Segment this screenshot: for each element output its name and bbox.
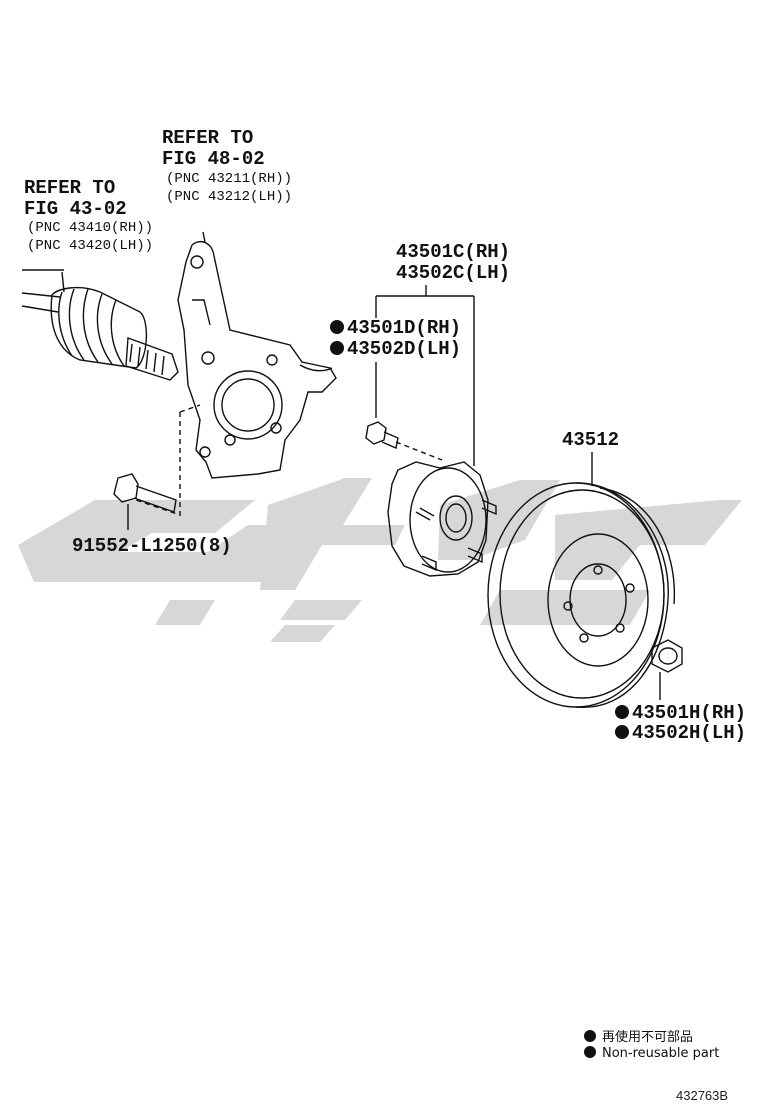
knuckle-bolt xyxy=(113,404,201,530)
non-reusable-dot xyxy=(330,320,344,334)
cv-boot xyxy=(50,286,148,369)
shaft-ref-line1: REFER TO xyxy=(24,177,116,199)
brake-disc xyxy=(487,452,676,708)
knuckle-ref-line2: FIG 48-02 xyxy=(162,148,265,170)
legend-cn-text: 再使用不可部品 xyxy=(602,1030,694,1045)
part-disc: 43512 xyxy=(562,429,620,451)
legend-dot xyxy=(584,1046,596,1058)
non-reusable-dot xyxy=(615,725,629,739)
knuckle-ref-pnc-lh: (PNC 43212(LH)) xyxy=(166,189,293,205)
part-hub-bolt-rh: 43501D(RH) xyxy=(330,317,461,339)
part-hub-bolt-lh-text: 43502D(LH) xyxy=(347,338,462,360)
part-nut-lh-text: 43502H(LH) xyxy=(632,722,747,744)
figure-code: 432763B xyxy=(676,1088,729,1103)
shaft-ref-pnc-lh: (PNC 43420(LH)) xyxy=(27,238,154,254)
drive-shaft xyxy=(21,271,179,381)
hub-bearing-assembly xyxy=(375,285,497,577)
legend-en-text: Non-reusable part xyxy=(602,1046,720,1061)
shaft-ref-pnc-rh: (PNC 43410(RH)) xyxy=(27,220,154,236)
knuckle-ref-line1: REFER TO xyxy=(162,127,254,149)
part-hub-bolt-lh: 43502D(LH) xyxy=(330,338,461,360)
steering-knuckle xyxy=(177,231,337,479)
hub-bolt xyxy=(365,362,443,461)
shaft-spline xyxy=(125,337,179,381)
shaft-ref-line2: FIG 43-02 xyxy=(24,198,127,220)
part-nut-rh: 43501H(RH) xyxy=(615,702,746,724)
knuckle-ref-pnc-rh: (PNC 43211(RH)) xyxy=(166,171,293,187)
part-nut-lh: 43502H(LH) xyxy=(615,722,746,744)
part-hub-bolt-rh-text: 43501D(RH) xyxy=(347,317,462,339)
shaft-bar-bottom xyxy=(21,305,59,313)
legend-item-en: Non-reusable part xyxy=(584,1046,719,1061)
knuckle-bore xyxy=(213,370,283,440)
shaft-bar-top xyxy=(21,292,61,298)
non-reusable-dot xyxy=(330,341,344,355)
part-knuckle-bolt: 91552-L1250(8) xyxy=(72,535,232,557)
hub-nut xyxy=(651,639,683,700)
part-nut-rh-text: 43501H(RH) xyxy=(632,702,747,724)
legend-item-cn: 再使用不可部品 xyxy=(584,1026,693,1045)
part-hub-rh: 43501C(RH) xyxy=(396,241,511,263)
watermark-logo xyxy=(18,478,742,642)
part-hub-lh: 43502C(LH) xyxy=(396,262,511,284)
legend-dot xyxy=(584,1030,596,1042)
non-reusable-dot xyxy=(615,705,629,719)
